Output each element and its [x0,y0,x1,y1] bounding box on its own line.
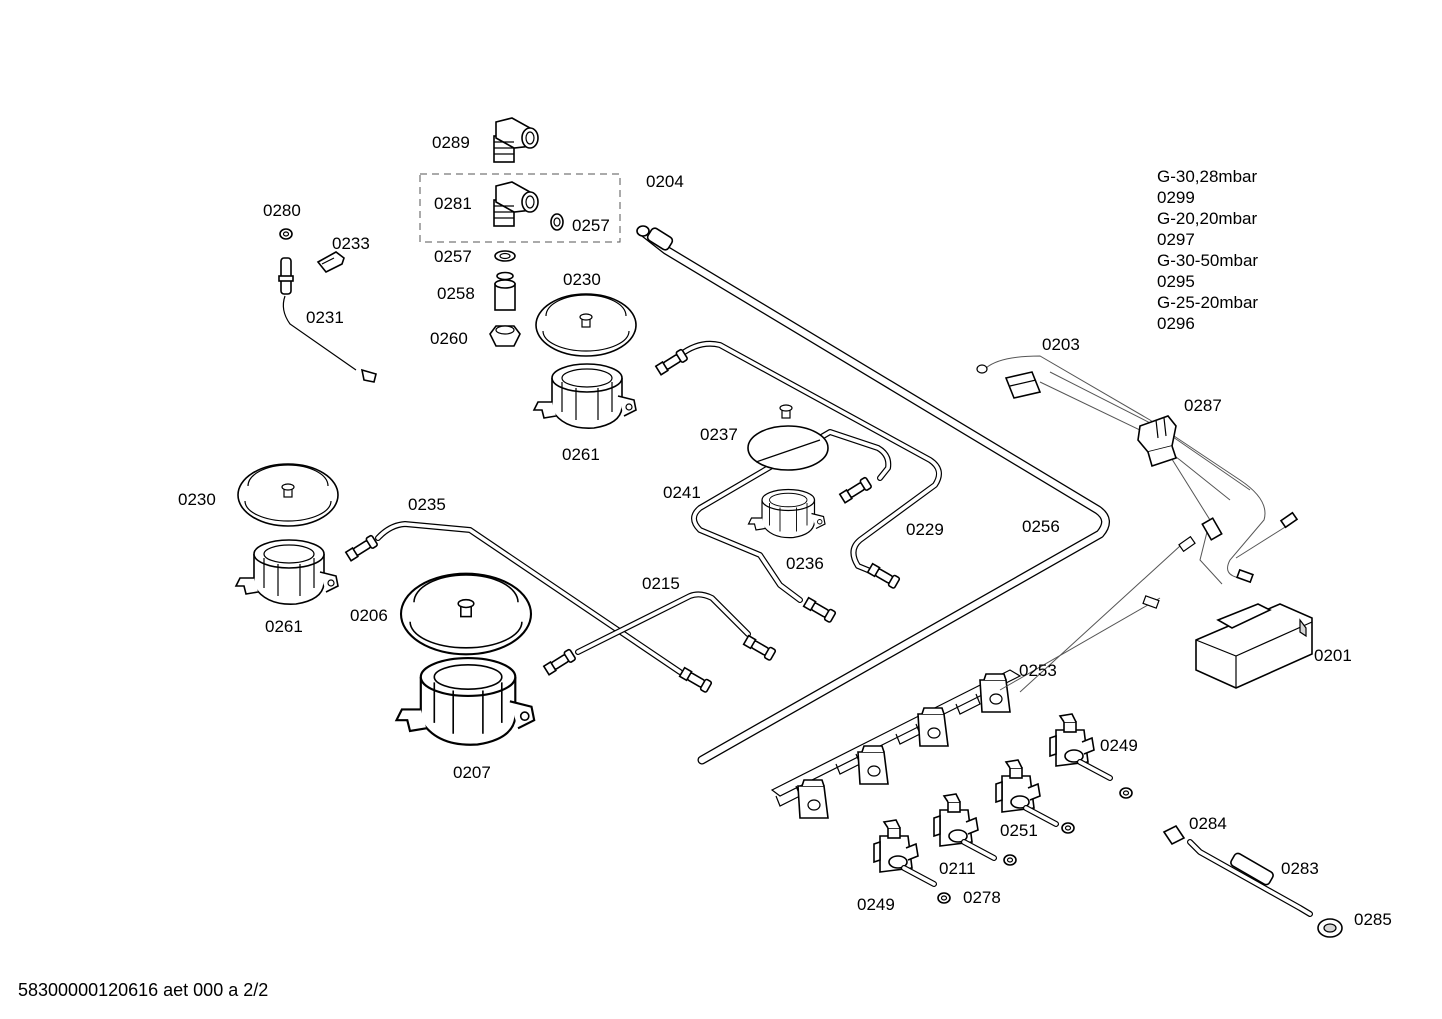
label-0231: 0231 [306,308,344,327]
label-0289: 0289 [432,133,470,152]
label-0283: 0283 [1281,859,1319,878]
screw-0237 [779,404,793,419]
gas-tube-0235 [375,521,683,675]
label-0257-left: 0257 [434,247,472,266]
gas-legend-line: G-30,28mbar [1157,167,1258,186]
group-box-0281 [419,173,621,243]
label-0287: 0287 [1184,396,1222,415]
label-0236: 0236 [786,554,824,573]
label-0258: 0258 [437,284,475,303]
label-0261-left: 0261 [265,617,303,636]
label-0215: 0215 [642,574,680,593]
label-0278: 0278 [963,888,1001,907]
cover-ring-0237 [747,425,829,471]
washer-0280 [279,228,293,240]
label-0249-upper: 0249 [1100,736,1138,755]
washer-0278-a [937,892,951,904]
ignition-module-0201 [1195,603,1313,689]
main-gas-pipe [636,225,1110,765]
label-0261-upper: 0261 [562,445,600,464]
switch-bracket-2 [857,745,889,785]
fitting-0241-top [838,476,873,505]
burner-base-0207 [395,657,536,746]
label-0260: 0260 [430,329,468,348]
gas-legend-line: G-20,20mbar [1157,209,1258,228]
fitting-0215-top [542,648,577,677]
fitting-0215-end [742,634,777,662]
knob-adapter-0285 [1317,918,1343,938]
switch-bracket-1 [797,779,829,819]
label-0241: 0241 [663,483,701,502]
gas-tube-0215 [575,591,751,655]
label-0204: 0204 [646,172,684,191]
label-0206: 0206 [350,606,388,625]
burner-base-0261-left [235,539,339,605]
switch-bracket-4 [979,673,1011,713]
fitting-0235-end [678,666,713,694]
label-0280: 0280 [263,201,301,220]
gas-legend-line: 0297 [1157,230,1195,249]
fitting-0229-end [866,562,901,590]
gas-legend-line: 0299 [1157,188,1195,207]
seal-ring-0257-right [550,213,564,231]
label-0285: 0285 [1354,910,1392,929]
label-0230-upper: 0230 [563,270,601,289]
label-0257-right: 0257 [572,216,610,235]
clip-0233 [316,251,345,274]
label-0203: 0203 [1042,335,1080,354]
label-0229: 0229 [906,520,944,539]
gas-legend-line: 0296 [1157,314,1195,333]
gas-tube-0241 [691,429,892,603]
label-0253: 0253 [1019,661,1057,680]
label-0237: 0237 [700,425,738,444]
label-0233: 0233 [332,234,370,253]
washer-0278-d [1119,787,1133,799]
gas-valve-0251 [996,760,1056,824]
cover-ring-0230-upper [535,293,637,357]
burner-base-0236 [747,488,826,539]
label-0251: 0251 [1000,821,1038,840]
label-0201: 0201 [1314,646,1352,665]
ignition-electrode-0283 [1187,839,1313,917]
elbow-fitting-0281 [493,181,539,227]
fitting-0229-top [654,348,689,377]
elbow-fitting-0289 [493,117,539,163]
adapter-0258 [494,271,516,311]
cover-ring-0230-left [237,463,339,527]
thermocouple-0231 [278,257,377,383]
label-0230-left: 0230 [178,490,216,509]
gas-legend-line: 0295 [1157,272,1195,291]
label-0256: 0256 [1022,517,1060,536]
terminal-block-0287 [1137,415,1178,468]
wiring-harness-0203 [976,355,1299,693]
label-0207: 0207 [453,763,491,782]
burner-base-0261-upper [533,363,637,429]
gas-valve-0211 [934,794,994,858]
cover-ring-0206 [399,572,533,656]
document-footer: 58300000120616 aet 000 a 2/2 [18,980,269,1000]
washer-0278-c [1061,822,1075,834]
label-0281: 0281 [434,194,472,213]
cap-0284 [1162,824,1186,846]
washer-0278-b [1003,854,1017,866]
seal-ring-0257-left [494,250,516,262]
gas-legend-line: G-25-20mbar [1157,293,1259,312]
fitting-0241-end [802,596,837,624]
gas-tube-0229 [677,340,942,578]
gas-type-legend: G-30,28mbar 0299 G-20,20mbar 0297 G-30-5… [1157,166,1258,334]
switch-bracket-3 [917,707,949,747]
label-0211: 0211 [939,859,976,878]
gas-legend-line: G-30-50mbar [1157,251,1259,270]
label-0249-lower: 0249 [857,895,895,914]
gas-valve-0249-lower [874,820,934,884]
fitting-0235-top [344,534,379,563]
nut-0260 [489,325,521,347]
label-0235: 0235 [408,495,446,514]
label-0284: 0284 [1189,814,1227,833]
